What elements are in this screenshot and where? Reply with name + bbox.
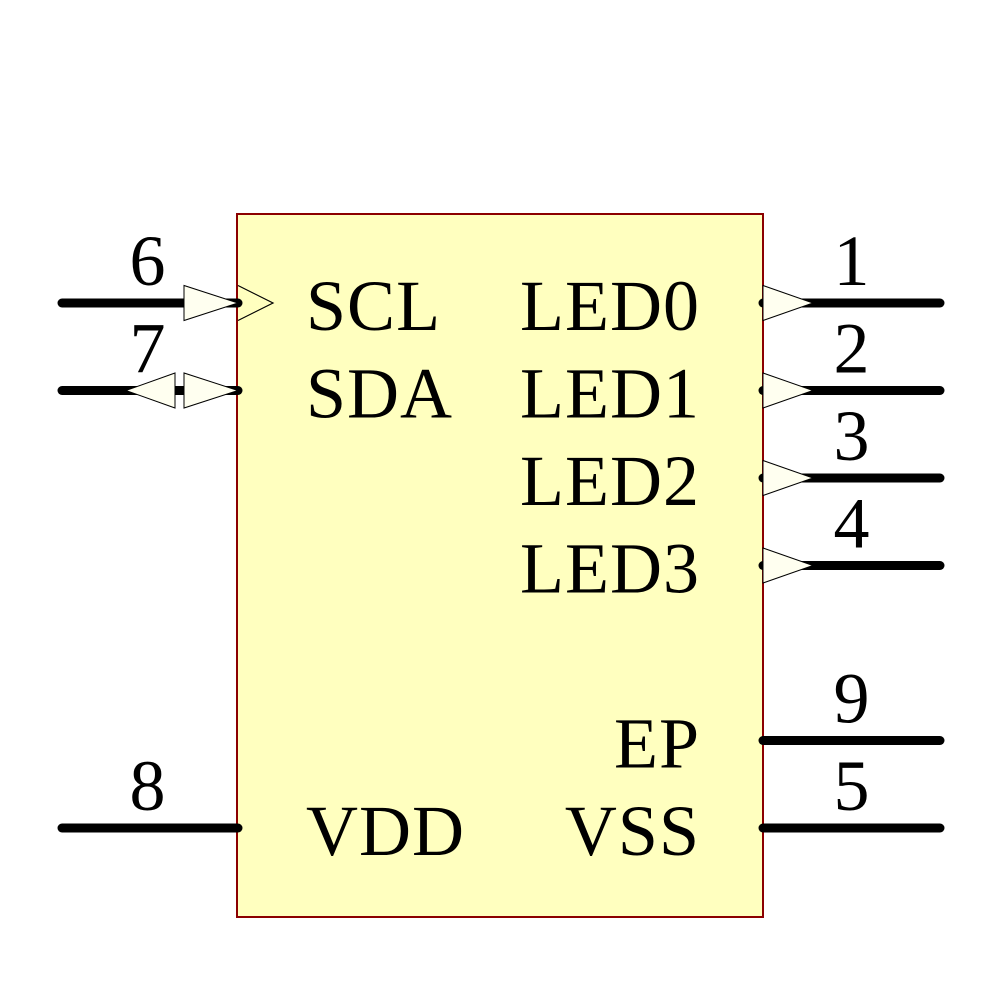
- pin-name: SDA: [306, 354, 453, 434]
- pin-number: 1: [834, 221, 871, 301]
- pin-number: 9: [834, 659, 871, 739]
- output-arrow-icon: [762, 372, 815, 409]
- pin-number: 4: [834, 484, 871, 564]
- bidirectional-arrow-left-icon: [124, 372, 176, 409]
- pin-name: SCL: [306, 266, 441, 346]
- pin-number: 2: [834, 309, 871, 389]
- output-arrow-icon: [762, 459, 815, 497]
- component-body: [236, 213, 764, 918]
- pin-name: LED3: [520, 529, 700, 609]
- pin-number: 6: [130, 221, 167, 301]
- pin-number: 5: [834, 746, 871, 826]
- input-arrow-icon: [183, 284, 240, 322]
- pin-number: 7: [130, 309, 167, 389]
- output-arrow-icon: [762, 547, 815, 584]
- pin-9-ep: 9EP: [614, 659, 945, 784]
- pin-name: EP: [614, 704, 700, 784]
- bidirectional-arrow-right-icon: [183, 372, 240, 409]
- pin-number: 8: [130, 746, 167, 826]
- pin-number: 3: [834, 396, 871, 476]
- pin-name: LED2: [520, 441, 700, 521]
- pin-name: VSS: [565, 791, 700, 871]
- pin-name: LED1: [520, 354, 700, 434]
- pin-name: LED0: [520, 266, 700, 346]
- input-chevron-icon: [237, 284, 275, 322]
- pin-name: VDD: [306, 791, 465, 871]
- output-arrow-icon: [762, 284, 815, 322]
